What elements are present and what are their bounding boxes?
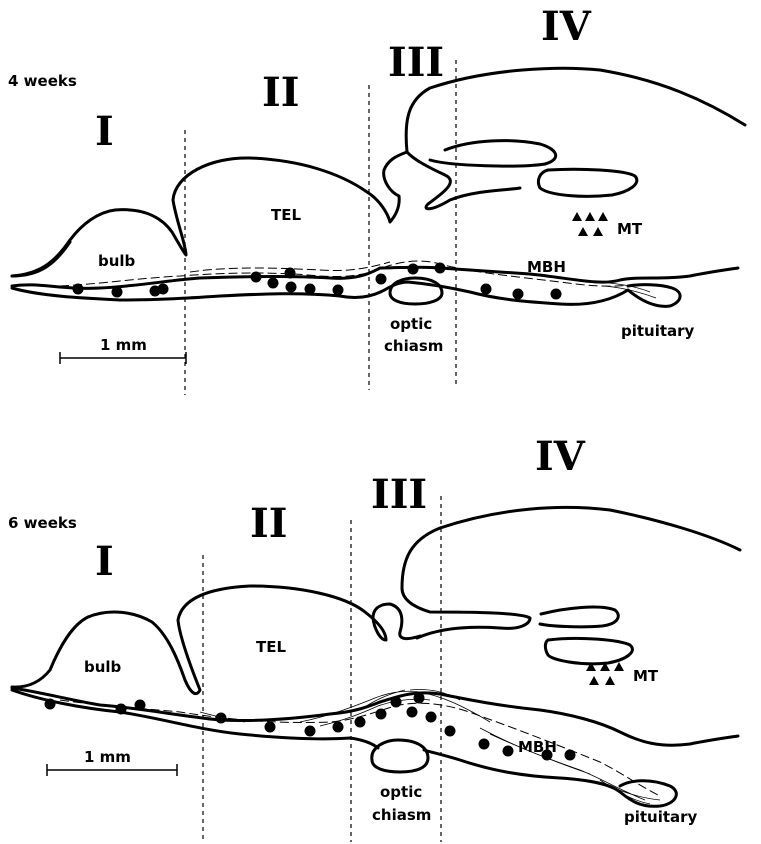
cell-marker [355,717,366,728]
cell-marker [479,739,490,750]
region-label-ii: II [250,500,287,547]
ventral-outline-upper [12,688,738,745]
cell-marker [158,284,169,295]
fiber-tract [200,689,660,804]
cell-marker [445,726,456,737]
region-label-iv: IV [535,433,586,480]
region-label-i: I [95,538,114,585]
mt-label: MT [617,220,643,238]
cell-marker [565,750,576,761]
cell-marker [305,284,316,295]
scale-bar: 1 mm [60,336,186,364]
region-label-iii: III [371,471,427,518]
triangle-marker [598,212,608,221]
scale-bar-label: 1 mm [100,336,147,354]
cell-marker [116,704,127,715]
cell-marker [391,697,402,708]
panel-6-weeks: 6 weeks I II III IV [8,433,740,842]
pituitary-label: pituitary [621,322,695,340]
bulb-label: bulb [84,658,122,676]
optic-label: optic [380,783,422,801]
cell-marker [333,722,344,733]
optic-label: optic [390,315,432,333]
cell-marker [503,746,514,757]
cell-marker [333,285,344,296]
region-label-ii: II [262,69,299,116]
cell-marker [435,263,446,274]
tel-label: TEL [256,638,286,656]
pituitary-label: pituitary [624,808,698,826]
mbh-label: MBH [527,258,566,276]
triangle-marker [572,212,582,221]
cell-marker [426,712,437,723]
triangle-marker [585,212,595,221]
mbh-label: MBH [518,738,557,756]
cell-marker [513,289,524,300]
brain-outline [12,68,745,276]
cell-marker [481,284,492,295]
cell-marker [216,713,227,724]
optic-chiasm-outline [372,740,428,772]
cell-marker [376,274,387,285]
region-label-iii: III [388,39,444,86]
mt-triangles [572,212,608,236]
bulb-outline [12,242,70,276]
cell-marker [407,707,418,718]
mt-triangles [586,662,624,685]
cell-marker [73,284,84,295]
cell-marker [286,282,297,293]
cell-marker [45,699,56,710]
cell-marker [285,268,296,279]
triangle-marker [593,227,603,236]
mt-label: MT [633,667,659,685]
cell-marker [135,700,146,711]
cell-marker [251,272,262,283]
panel-4-weeks: 4 weeks I II III IV [8,3,745,395]
cell-marker [414,693,425,704]
chiasm-label: chiasm [384,337,443,355]
cell-marker [112,287,123,298]
cell-marker [551,289,562,300]
cell-marker [408,264,419,275]
chiasm-label: chiasm [372,806,431,824]
scale-bar: 1 mm [47,748,177,776]
cell-marker [268,278,279,289]
triangle-marker [578,227,588,236]
cell-marker [265,722,276,733]
triangle-marker [589,676,599,685]
scale-bar-label: 1 mm [84,748,131,766]
region-label-i: I [95,108,114,155]
bulb-label: bulb [98,252,136,270]
cell-marker [305,726,316,737]
triangle-marker [614,662,624,671]
tel-label: TEL [271,206,301,224]
cell-marker [376,709,387,720]
age-label: 6 weeks [8,514,77,532]
age-label: 4 weeks [8,72,77,90]
region-label-iv: IV [541,3,592,50]
triangle-marker [605,676,615,685]
